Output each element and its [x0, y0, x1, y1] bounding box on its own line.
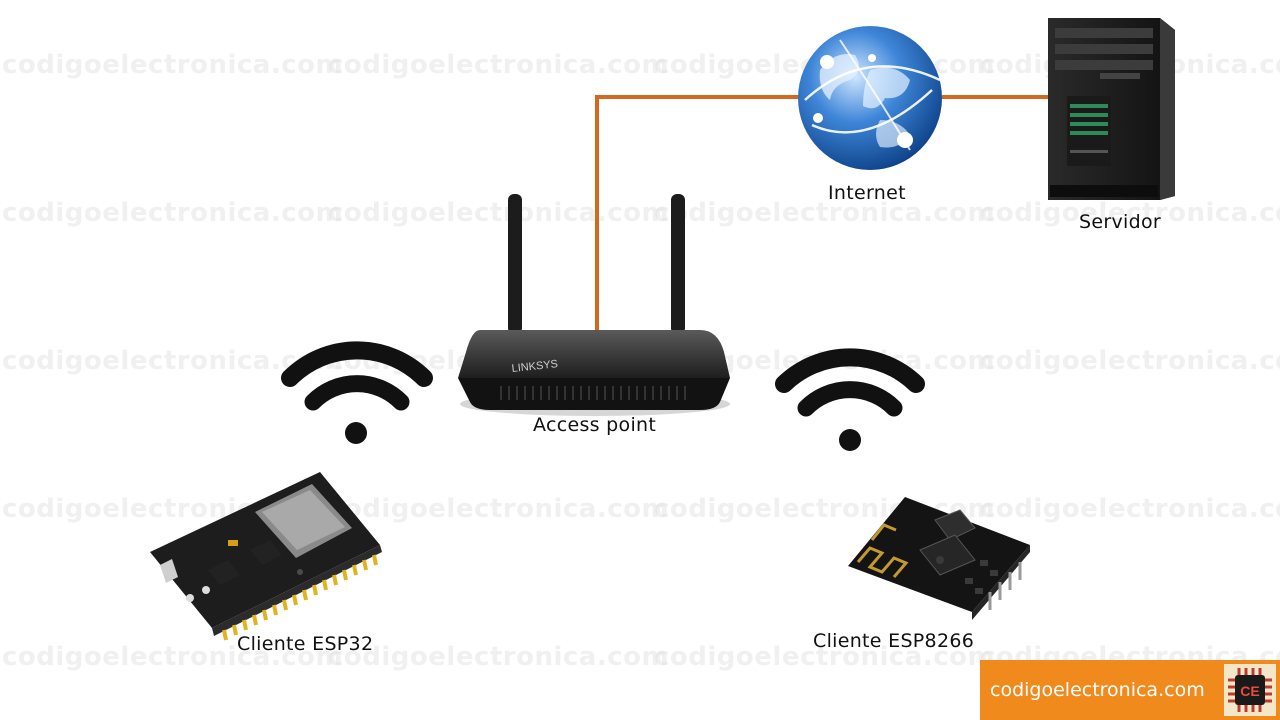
- server-tower-icon: [1048, 18, 1175, 200]
- router-brand-logo: LINKSYS: [511, 358, 558, 375]
- internet-label: Internet: [828, 182, 906, 204]
- router-icon: LINKSYS: [458, 194, 730, 416]
- esp32-client-label: Cliente ESP32: [237, 633, 374, 655]
- esp32-board-icon: [150, 472, 382, 641]
- link-router-internet: [595, 95, 800, 330]
- access-point-label: Access point: [533, 414, 657, 436]
- chip-logo-icon: CE: [1224, 664, 1276, 716]
- brand-text: codigoelectronica.com: [990, 679, 1205, 701]
- brand-bar: codigoelectronica.com CE: [980, 660, 1280, 720]
- connection-links: [595, 95, 1048, 330]
- wifi-icon: [281, 341, 433, 444]
- globe-icon: [798, 26, 942, 170]
- esp8266-client-label: Cliente ESP8266: [813, 630, 975, 652]
- esp8266-module-icon: [848, 497, 1030, 620]
- wifi-icon: [775, 348, 925, 451]
- logo-letters: CE: [1240, 683, 1259, 699]
- server-label: Servidor: [1079, 211, 1161, 233]
